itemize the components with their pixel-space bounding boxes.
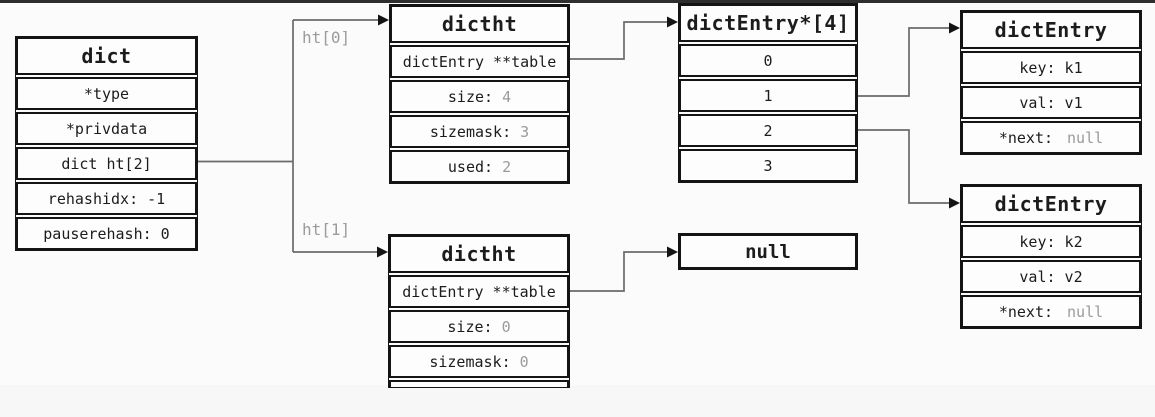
field-label: *next: bbox=[998, 128, 1054, 147]
background-band bbox=[0, 385, 1155, 417]
struct-title-dict: dict bbox=[16, 37, 197, 75]
field-label: dictEntry **table bbox=[402, 282, 556, 301]
arrowhead-icon bbox=[378, 14, 389, 26]
struct-box-entry1: dictEntry key: k1 val: v1 *next: null bbox=[960, 10, 1142, 155]
field-label: dict ht[2] bbox=[61, 154, 152, 173]
struct-title-entry2: dictEntry bbox=[961, 185, 1141, 223]
field-label: val: v1 bbox=[1019, 93, 1083, 112]
field-label: key: k1 bbox=[1019, 58, 1083, 77]
field-label: val: v2 bbox=[1019, 267, 1083, 286]
field-cutoff-row bbox=[389, 380, 569, 387]
bucket-slot-2: 2 bbox=[679, 114, 857, 147]
bucket-slot-0: 0 bbox=[679, 44, 857, 77]
field-label: key: k2 bbox=[1019, 232, 1083, 251]
bucket-slot-3: 3 bbox=[679, 149, 857, 182]
field-label: 3 bbox=[763, 156, 773, 175]
field-val: val: v2 bbox=[961, 260, 1141, 293]
struct-title-dictht1: dictht bbox=[389, 235, 569, 273]
null-label: null bbox=[745, 240, 791, 263]
connector-table1-to-null bbox=[570, 251, 669, 292]
arrowhead-icon bbox=[949, 197, 960, 209]
field-label: used: bbox=[447, 157, 494, 176]
arrowhead-icon bbox=[377, 246, 388, 258]
field-type: *type bbox=[16, 77, 197, 110]
field-next: *next: null bbox=[961, 295, 1141, 328]
arrowhead-icon bbox=[949, 22, 960, 34]
connector-bucket1-to-entry1 bbox=[858, 27, 951, 97]
arrowhead-icon bbox=[667, 246, 678, 258]
field-table: dictEntry **table bbox=[389, 275, 569, 308]
struct-box-dictht1: dictht dictEntry **table size: 0 sizemask… bbox=[388, 234, 570, 388]
field-val: val: v1 bbox=[961, 86, 1141, 119]
field-label: rehashidx: -1 bbox=[47, 189, 166, 208]
field-label: *privdata bbox=[65, 119, 148, 138]
label-ht1: ht[1] bbox=[302, 220, 351, 239]
connector-bucket2-to-entry2 bbox=[858, 129, 951, 204]
field-label: *next: bbox=[998, 302, 1054, 321]
label-ht0: ht[0] bbox=[302, 28, 351, 47]
field-label: dictEntry **table bbox=[402, 52, 557, 71]
field-size: size: 0 bbox=[389, 310, 569, 343]
field-label: pauserehash: 0 bbox=[43, 224, 170, 243]
field-label: 0 bbox=[763, 51, 773, 70]
field-value: 0 bbox=[519, 352, 529, 371]
field-pauserehash: pauserehash: 0 bbox=[16, 217, 197, 250]
struct-title-dictht0: dictht bbox=[390, 5, 569, 43]
field-label: 2 bbox=[763, 121, 773, 140]
bucket-slot-1: 1 bbox=[679, 79, 857, 112]
field-label: *type bbox=[83, 84, 130, 103]
field-sizemask: sizemask: 0 bbox=[389, 345, 569, 378]
field-value: null bbox=[1067, 128, 1104, 147]
field-table: dictEntry **table bbox=[390, 45, 569, 78]
struct-box-null: null bbox=[678, 233, 858, 270]
struct-title-bucket-array: dictEntry*[4] bbox=[679, 4, 857, 42]
arrowhead-icon bbox=[667, 16, 678, 28]
struct-box-dict: dict *type *privdata dict ht[2] rehashid… bbox=[15, 36, 198, 251]
field-dict-ht: dict ht[2] bbox=[16, 147, 197, 180]
connector-table0-to-bucket-array bbox=[570, 21, 669, 60]
field-privdata: *privdata bbox=[16, 112, 197, 145]
field-rehashidx: rehashidx: -1 bbox=[16, 182, 197, 215]
top-edge-strip bbox=[0, 0, 1155, 3]
field-value: 3 bbox=[520, 122, 530, 141]
struct-box-bucket-array: dictEntry*[4] 0 1 2 3 bbox=[678, 3, 858, 183]
field-value: null bbox=[1067, 302, 1104, 321]
struct-title-entry1: dictEntry bbox=[961, 11, 1141, 49]
field-label: sizemask: bbox=[429, 352, 511, 371]
field-size: size: 4 bbox=[390, 80, 569, 113]
field-used: used: 2 bbox=[390, 150, 569, 183]
field-key: key: k2 bbox=[961, 225, 1141, 258]
field-label: 1 bbox=[763, 86, 773, 105]
field-key: key: k1 bbox=[961, 51, 1141, 84]
field-value: 0 bbox=[501, 317, 511, 336]
field-label: sizemask: bbox=[429, 122, 512, 141]
struct-box-entry2: dictEntry key: k2 val: v2 *next: null bbox=[960, 184, 1142, 329]
field-sizemask: sizemask: 3 bbox=[390, 115, 569, 148]
field-label: size: bbox=[447, 87, 494, 106]
field-label: size: bbox=[447, 317, 493, 336]
field-value: 2 bbox=[502, 157, 512, 176]
field-value: 4 bbox=[502, 87, 512, 106]
struct-box-dictht0: dictht dictEntry **table size: 4 sizemask… bbox=[389, 4, 570, 184]
field-next: *next: null bbox=[961, 121, 1141, 154]
